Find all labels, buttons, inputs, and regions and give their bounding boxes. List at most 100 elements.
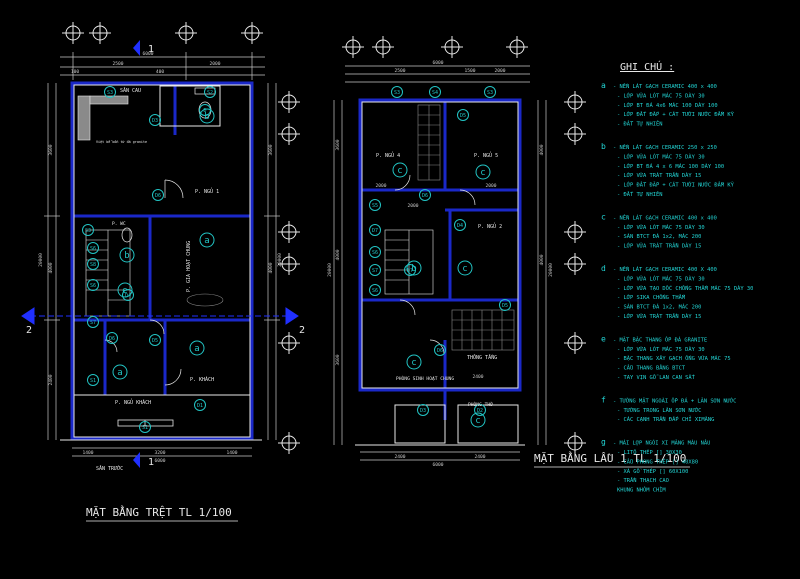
section-marker-top: 1 [148, 44, 154, 55]
legend-line: - LỚP BT ĐÁ 4 x 6 MÁC 100 DÀY 100 [617, 163, 724, 170]
ground-room-stair: P. GIA HOẠT CHUNG [186, 241, 192, 292]
svg-text:S8: S8 [90, 262, 96, 268]
dimension-value: 4000 [539, 144, 545, 155]
top-dimensions-floor1 [345, 65, 530, 83]
legend-line: - TƯỜNG MẶT NGOÀI ỐP ĐÁ + LĂN SƠN NƯỚC [613, 397, 736, 404]
finish-marker: c [406, 354, 422, 370]
tag-d6: D6 [106, 332, 118, 344]
svg-text:S6: S6 [90, 246, 96, 252]
tag-s3: S3 [104, 86, 116, 98]
legend-line: - LỚP VỮA LÓT MÁC 75 DÀY 30 [617, 275, 705, 282]
legend-line: - MẶT BẬC THANG ỐP ĐÁ GRANITE [613, 336, 707, 343]
svg-text:D3: D3 [152, 118, 158, 124]
svg-text:a: a [117, 368, 122, 378]
legend-key: f [601, 395, 606, 404]
floor1-room-bed4: P. NGỦ 4 [376, 151, 400, 159]
svg-text:b: b [204, 112, 209, 122]
dimension-value: 3600 [48, 144, 54, 155]
kitchen-counter [77, 95, 129, 141]
legend-key: e [601, 334, 606, 343]
svg-text:b: b [124, 251, 129, 261]
svg-text:c: c [397, 166, 402, 176]
grid-bubble [175, 22, 197, 44]
dimension-value: 3600 [335, 139, 341, 150]
grid-bubble [241, 22, 263, 44]
finish-marker: b [119, 247, 135, 263]
tag-s6: S6 [87, 242, 99, 254]
dimension-value: 2500 [112, 61, 123, 67]
ground-room-living: P. KHÁCH [190, 376, 214, 383]
svg-text:S2: S2 [207, 90, 213, 96]
finish-marker: c [475, 164, 491, 180]
top-dimensions-ground [60, 52, 265, 80]
grid-bubble [372, 36, 394, 58]
dimension-value: 2400 [474, 454, 485, 460]
tag-d2: D2 [474, 404, 486, 416]
floor1-room-bed2: P. NGỦ 2 [478, 222, 502, 230]
svg-text:S7: S7 [372, 268, 378, 274]
legend-key: c [601, 212, 606, 221]
legend-line: - CÁC CẠNH TRẦN ĐẮP CHỈ XIMĂNG [617, 415, 714, 423]
svg-text:D6: D6 [109, 336, 115, 342]
finish-marker: b [406, 260, 422, 276]
grid-bubble [89, 22, 111, 44]
legend-line: - LITÔ THÉP [] 30X30 [617, 448, 682, 456]
tag-s3: S3 [82, 224, 94, 236]
tag-s6: S6 [369, 284, 381, 296]
tag-s3: S3 [391, 86, 403, 98]
finish-marker: c [470, 412, 486, 428]
tag-s8: S8 [87, 258, 99, 270]
svg-text:S6: S6 [90, 283, 96, 289]
tag-s5: S5 [369, 199, 381, 211]
svg-text:S6: S6 [372, 250, 378, 256]
svg-text:S5: S5 [372, 203, 378, 209]
tag-d6: D6 [434, 344, 446, 356]
ground-room-wc: P. WC [112, 221, 126, 227]
grid-bubble [564, 332, 586, 354]
floor1-room-family: PHÒNG SINH HOẠT CHUNG [396, 375, 454, 382]
dimension-value: 4000 [539, 254, 545, 265]
floor1-walls [358, 98, 522, 420]
dimension-value: 3600 [268, 144, 274, 155]
tag-d5: D5 [499, 299, 511, 311]
svg-text:D1: D1 [197, 403, 203, 409]
ground-room-parking: SÂN CAU [120, 87, 141, 94]
svg-text:S3: S3 [394, 90, 400, 96]
dimension-value: 1400 [226, 450, 237, 456]
finish-marker: b [199, 108, 215, 124]
legend-key: a [601, 81, 606, 90]
legend-line: - LỚP VỮA LÓT MÁC 75 DÀY 30 [617, 153, 705, 160]
stairwell-hatch [417, 104, 515, 351]
dimension-value: 100 [71, 69, 80, 75]
tag-s7: S7 [369, 264, 381, 276]
svg-text:S6: S6 [372, 288, 378, 294]
ground-room-bed1: P. NGỦ 1 [195, 187, 219, 195]
dimension-value: 6000 [154, 458, 165, 464]
legend-line: - CẦU PHONG THÉP [] 40X80 [617, 457, 698, 465]
legend-title: GHI CHÚ : [620, 60, 674, 73]
dimension-value: 2000 [494, 68, 505, 74]
dimension-value: 4000 [268, 262, 274, 273]
tag-d3: D3 [417, 404, 429, 416]
dimension-value: 1400 [82, 450, 93, 456]
legend-line: - TƯỜNG TRONG LĂN SƠN NƯỚC [617, 407, 701, 414]
tag-d1: D1 [194, 399, 206, 411]
tag-d4: D4 [454, 219, 466, 231]
legend-line: - TRẦN THẠCH CAO [617, 477, 669, 484]
legend-line: - LỚP SIKA CHỐNG THẤM [617, 294, 686, 301]
grid-bubble [564, 91, 586, 113]
svg-text:S7: S7 [90, 320, 96, 326]
dimension-value: 20000 [548, 263, 554, 277]
legend-line: - ĐẤT TỰ NHIÊN [617, 120, 662, 128]
floor1-room-bed5: P. NGỦ 5 [474, 151, 498, 159]
dimension-value: 2000 [407, 203, 418, 209]
legend-line: - ĐẤT TỰ NHIÊN [617, 190, 662, 198]
dimension-value: 20000 [277, 253, 283, 267]
grid-bubbles-top-left [62, 22, 263, 44]
svg-text:D6: D6 [437, 348, 443, 354]
section-marker-left: 2 [26, 325, 32, 336]
legend-line: - NỀN LÁT GẠCH CERAMIC 250 x 250 [613, 143, 717, 151]
legend-line: - LỚP VỮA LÓT MÁC 75 DÀY 30 [617, 346, 705, 353]
